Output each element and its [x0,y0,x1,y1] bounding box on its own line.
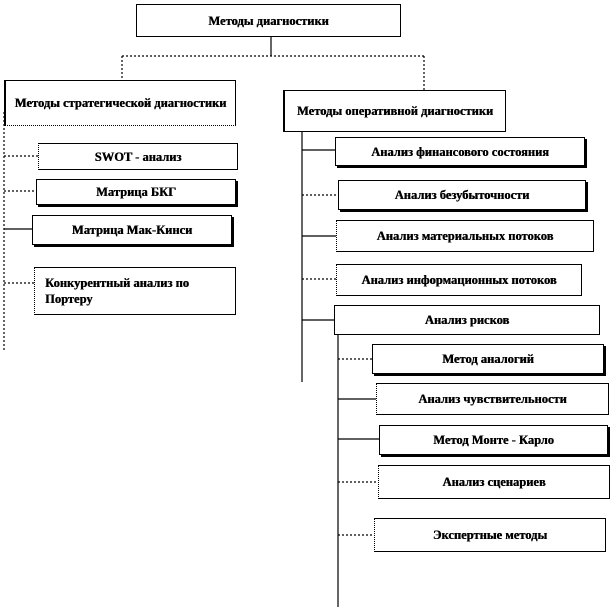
operational-group-node: Методы оперативной диагностики [283,90,506,132]
strategic-group-node: Методы стратегической диагностики [4,80,236,126]
strategic-item-bcg-matrix: Матрица БКГ [36,179,236,205]
risk-item-expert-methods: Экспертные методы [374,518,606,552]
operational-item-information-flows: Анализ информационных потоков [336,264,582,296]
operational-item-financial-analysis: Анализ финансового состояния [335,137,585,166]
risk-item-analogies: Метод аналогий [372,344,604,374]
strategic-item-mckinsey-matrix: Матрица Мак-Кинси [32,215,232,245]
strategic-item-porter-analysis: Конкурентный анализ по Портеру [34,267,236,315]
operational-item-material-flows: Анализ материальных потоков [336,220,594,252]
operational-item-risk-analysis: Анализ рисков [334,305,600,335]
strategic-item-swot: SWOT - анализ [38,143,238,170]
risk-item-scenarios: Анализ сценариев [378,465,610,499]
root-node: Методы диагностики [136,4,401,37]
operational-item-breakeven-analysis: Анализ безубыточности [338,180,586,210]
risk-item-monte-carlo: Метод Монте - Карло [379,425,608,455]
risk-item-sensitivity: Анализ чувствительности [376,383,609,415]
